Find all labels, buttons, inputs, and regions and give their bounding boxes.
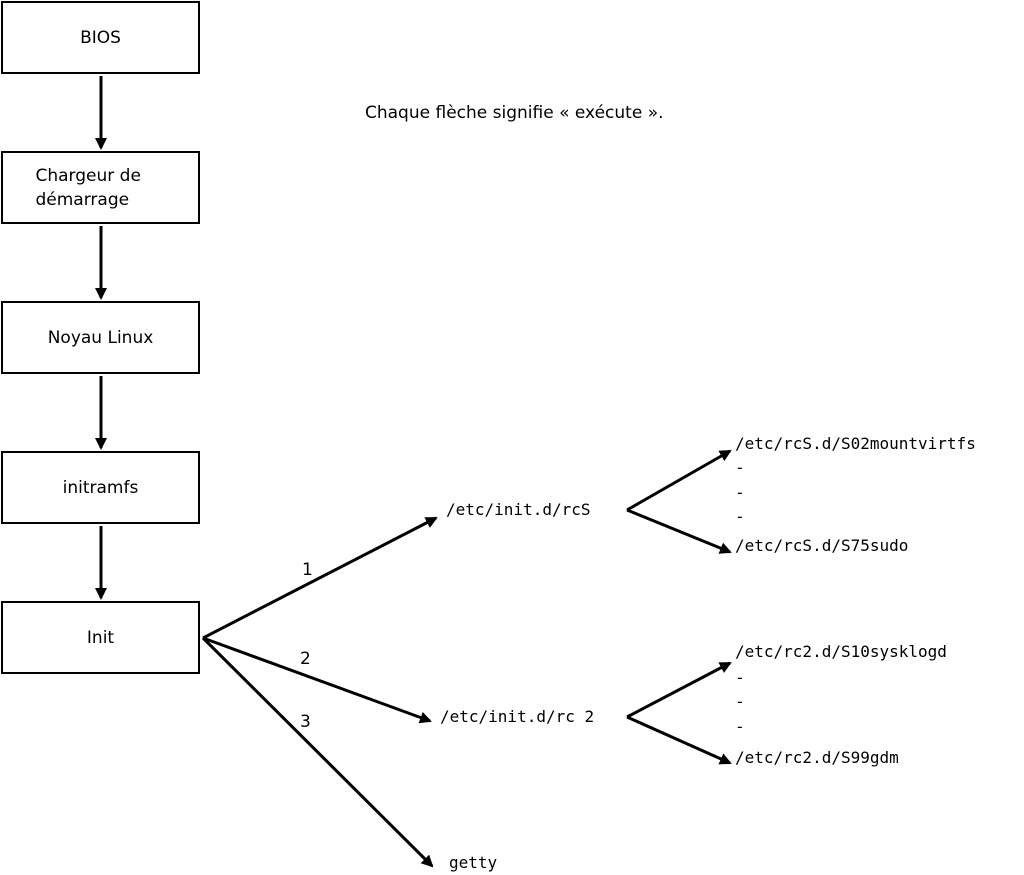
arrow-init-to-getty	[201, 636, 434, 868]
getty-label: getty	[449, 853, 498, 872]
bios-label: BIOS	[80, 27, 121, 48]
rcS-ellipsis-1: -	[735, 458, 745, 477]
branch-number-1: 1	[302, 560, 313, 580]
initramfs-box: initramfs	[1, 451, 200, 524]
branch-number-2: 2	[300, 649, 311, 669]
bios-box: BIOS	[1, 1, 200, 74]
arrow-init-to-rcS	[202, 516, 438, 640]
kernel-label: Noyau Linux	[47, 327, 154, 348]
rcS-last-script: /etc/rcS.d/S75sudo	[735, 536, 909, 555]
rcS-ellipsis-3: -	[735, 507, 745, 526]
rc2-ellipsis-2: -	[735, 692, 745, 711]
init-label: Init	[86, 627, 115, 648]
bootloader-box: Chargeur de démarrage	[1, 151, 200, 224]
rc2-first-script: /etc/rc2.d/S10sysklogd	[735, 642, 947, 661]
rcS-script: /etc/init.d/rcS	[446, 500, 591, 519]
legend-note: Chaque flèche signifie « exécute ».	[365, 103, 664, 123]
arrow-init-to-rc2	[202, 636, 432, 724]
rcS-first-script: /etc/rcS.d/S02mountvirtfs	[735, 434, 976, 453]
rc2-ellipsis-1: -	[735, 668, 745, 687]
kernel-box: Noyau Linux	[1, 301, 200, 374]
arrow-rcS-to-first	[626, 449, 732, 512]
initramfs-label: initramfs	[62, 477, 139, 498]
branch-number-3: 3	[300, 712, 311, 732]
arrow-rcS-to-last	[626, 508, 732, 554]
arrow-rc2-to-first	[626, 661, 732, 719]
arrow-rc2-to-last	[626, 715, 732, 765]
rcS-ellipsis-2: -	[735, 483, 745, 502]
init-box: Init	[1, 601, 200, 674]
rc2-last-script: /etc/rc2.d/S99gdm	[735, 748, 899, 767]
bootloader-label: Chargeur de démarrage	[35, 165, 141, 210]
rc2-script: /etc/init.d/rc 2	[440, 707, 595, 726]
rc2-ellipsis-3: -	[735, 717, 745, 736]
